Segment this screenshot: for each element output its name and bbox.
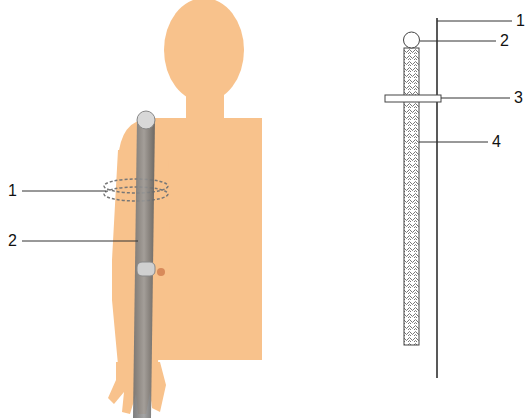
callout-number: 1 xyxy=(516,12,525,30)
textured-rod xyxy=(404,48,419,345)
support-line xyxy=(436,18,438,378)
ball-joint xyxy=(404,32,420,48)
splint-rod xyxy=(133,111,165,418)
cross-bar xyxy=(385,95,441,102)
leader-line xyxy=(420,41,496,42)
callout-number: 4 xyxy=(492,133,501,151)
callout-number: 3 xyxy=(514,89,523,107)
body-silhouette xyxy=(108,0,262,414)
leader-line xyxy=(441,98,510,99)
leader-line xyxy=(22,191,106,192)
callout-number: 2 xyxy=(500,32,509,50)
leader-line xyxy=(437,21,512,22)
leader-line xyxy=(22,241,138,242)
leader-line xyxy=(419,142,488,143)
callout-number: 2 xyxy=(8,232,17,250)
callout-number: 1 xyxy=(8,182,17,200)
